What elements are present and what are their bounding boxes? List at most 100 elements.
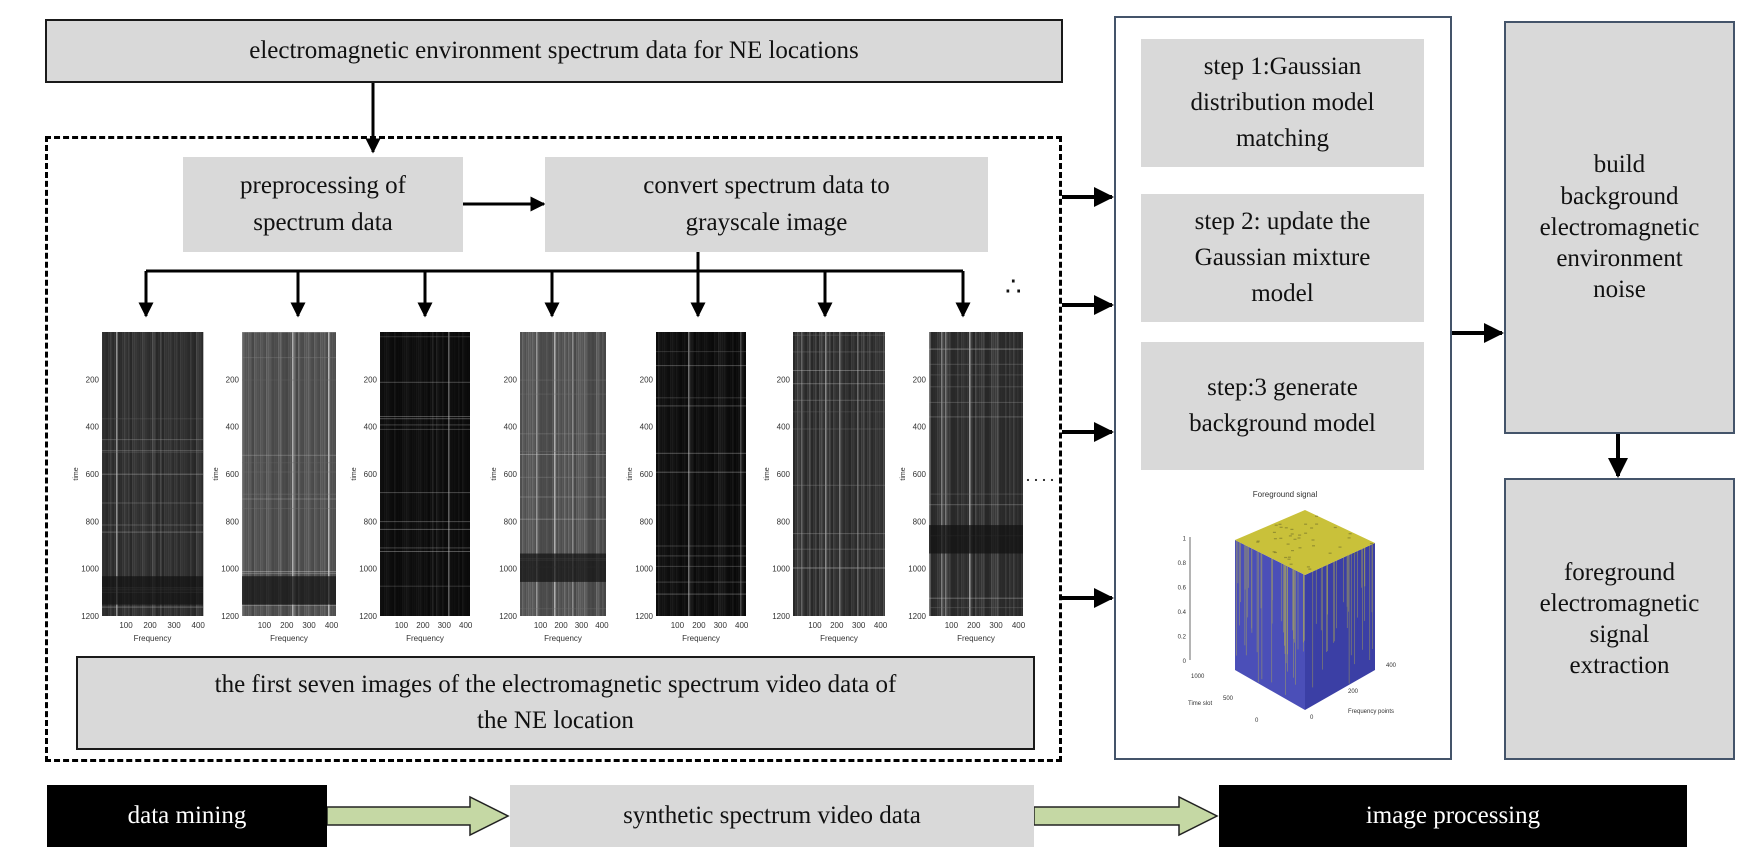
spectrogram-streak [460,332,462,616]
spectrogram-streak [702,332,704,616]
spectrogram-streak [839,332,841,616]
spectrogram-streak [322,332,324,616]
spectrogram-ytick: 600 [913,470,927,479]
spectrogram-ytick: 200 [226,375,240,384]
image-processing-label: image processing [1365,801,1541,829]
spectrogram-xlabel: Frequency [406,634,444,643]
spectrogram-streak [875,332,877,616]
spectrogram-line [102,502,203,504]
spectrogram-streak [793,332,795,616]
spectrogram-streak [1007,332,1009,616]
input-data-box: electromagnetic environment spectrum dat… [45,19,1063,83]
spectrogram-xtick: 300 [302,621,316,630]
spectrogram-streak [740,332,742,616]
plot3d-top-texture [1284,527,1288,529]
spectrogram-ytick: 1200 [772,612,790,621]
foreground-extraction-label: foreground electromagnetic signal extrac… [1539,558,1700,680]
foreground-extraction-box: foreground electromagnetic signal extrac… [1504,478,1735,760]
spectrogram-streak [148,332,150,616]
spectrogram-xtick: 200 [830,621,844,630]
plot3d-ztick: 0.8 [1178,561,1187,567]
spectrogram-streak [260,332,262,616]
spectrogram-line [380,551,470,552]
spectrogram-line [793,428,885,430]
spectrogram-streak [821,332,823,616]
spectrogram-streak [282,332,284,616]
spectrogram-streak [873,332,875,616]
spectrogram-dark-band [102,576,203,605]
spectrogram-streak [188,332,190,616]
spectrogram-line [242,462,336,464]
spectrogram-streak [710,332,712,616]
data-mining-label: data mining [127,801,247,829]
spectrogram-streak [554,332,556,616]
spectrogram-ytick: 200 [86,375,100,384]
spectrogram-ytick: 400 [364,423,378,432]
plot3d-ztick: 0.2 [1178,635,1187,641]
spectrogram-streak [881,332,883,616]
spectrogram-dark-band [242,576,336,605]
spectrogram-streak [973,332,975,616]
spectrogram-streak [140,332,142,616]
spectrogram-streak [851,332,853,616]
plot3d-top-texture [1290,528,1294,530]
spectrogram-streak [736,332,738,616]
spectrogram-ytick: 1200 [221,612,239,621]
spectrogram-line [656,545,746,547]
spectrogram-streak [404,332,406,616]
spectrogram-streak [931,332,933,616]
spectrogram-streak [730,332,732,616]
spectrogram-ytick: 600 [226,470,240,479]
spectrogram-streak [540,332,542,616]
plot3d-ytick: 500 [1223,696,1234,702]
spectrogram-streak [268,332,270,616]
spectrogram-streak [200,332,202,616]
spectrogram-ytick: 800 [777,517,791,526]
spectrogram-ytick: 800 [86,517,100,526]
spectrogram-streak [845,332,847,616]
spectrogram-streak [879,332,881,616]
spectrogram-line [656,555,746,557]
spectrogram-ytick: 1000 [81,565,99,574]
build-background-box: build background electromagnetic environ… [1504,21,1735,434]
plot3d-top-texture [1287,558,1291,560]
spectrogram-streak [458,332,460,616]
spectrogram-line [102,450,203,452]
spectrogram-streak [142,332,144,616]
spectrogram-line [793,548,885,550]
spectrogram-line [380,492,470,494]
spectrogram-streak [1009,332,1011,616]
spectrogram-streak [833,332,835,616]
spectrogram-xlabel: Frequency [820,634,858,643]
spectrogram-streak [552,332,554,616]
spectrogram-streak [861,332,863,616]
spectrogram-streak [961,332,963,616]
build-background-label: build background electromagnetic environ… [1539,151,1700,304]
spectrogram-streak [314,332,316,616]
spectrogram-ytick: 1000 [221,565,239,574]
preprocess-box: preprocessing of spectrum data [183,157,463,252]
spectrogram-streak [999,332,1001,616]
plot3d-top-texture [1286,543,1290,545]
spectrogram-streak [953,332,955,616]
spectrogram-line [656,397,746,399]
spectrogram-line [793,484,885,486]
spectrogram-streak [456,332,458,616]
spectrogram-streak [186,332,188,616]
plot3d-top-texture [1274,524,1278,526]
spectrogram-xtick: 200 [554,621,568,630]
spectrogram-streak [320,332,322,616]
spectrogram-streak [877,332,879,616]
spectrogram-line [793,411,885,413]
spectrogram-streak [989,332,991,616]
spectrogram-line [520,608,606,610]
spectrogram-streak [436,332,438,616]
spectrogram-xtick: 200 [416,621,430,630]
plot3d-top-texture [1306,566,1310,568]
spectrogram-streak [811,332,813,616]
spectrogram-line [656,581,746,583]
spectrogram-line [102,418,203,420]
spectrogram-streak [686,332,688,616]
spectrogram-streak [278,332,280,616]
